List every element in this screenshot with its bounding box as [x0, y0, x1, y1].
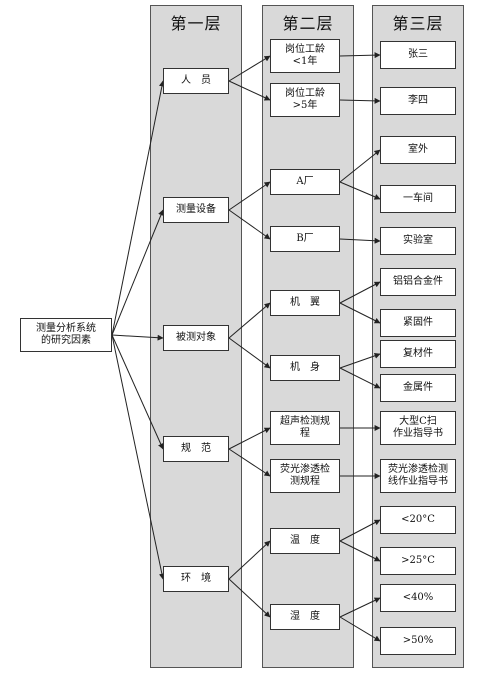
node-standard: 规 范: [163, 436, 229, 462]
node-wing: 机 翼: [270, 290, 340, 316]
column-title-layer3: 第三层: [392, 14, 444, 33]
node-lab: 实验室: [380, 227, 456, 255]
node-tenure-gt5: 岗位工龄 >5年: [270, 83, 340, 117]
node-ultrasonic-guide: 大型C扫 作业指导书: [380, 411, 456, 445]
node-tenure-lt1-label: 岗位工龄 <1年: [285, 44, 325, 67]
node-ultrasonic-spec: 超声检测规 程: [270, 411, 340, 445]
node-environment: 环 境: [163, 566, 229, 592]
node-hum-gt50-label: >50%: [402, 635, 434, 646]
node-fastener: 紧固件: [380, 309, 456, 337]
node-penetrant-spec-label: 荧光渗透检 测规程: [280, 464, 330, 487]
node-personnel: 人 员: [163, 68, 229, 94]
node-plant-b-label: B厂: [296, 233, 314, 244]
node-temp-gt25: >25°C: [380, 547, 456, 575]
node-temp-gt25-label: >25°C: [401, 555, 435, 566]
root-node-label: 测量分析系统 的研究因素: [36, 323, 96, 346]
node-hum-lt40-label: <40%: [402, 592, 434, 603]
node-temperature-label: 温 度: [290, 535, 320, 546]
node-lisi-label: 李四: [408, 95, 428, 106]
node-hum-lt40: <40%: [380, 584, 456, 612]
node-tenure-gt5-label: 岗位工龄 >5年: [285, 88, 325, 111]
node-tenure-lt1: 岗位工龄 <1年: [270, 39, 340, 73]
node-metal: 金属件: [380, 374, 456, 402]
node-outdoor-label: 室外: [408, 144, 428, 155]
node-lisi: 李四: [380, 87, 456, 115]
node-personnel-label: 人 员: [181, 75, 211, 86]
node-humidity-label: 湿 度: [290, 611, 320, 622]
node-al-alloy-label: 铝铝合金件: [393, 276, 443, 287]
node-temperature: 温 度: [270, 528, 340, 554]
node-object-label: 被测对象: [176, 332, 216, 343]
node-plant-a: A厂: [270, 169, 340, 195]
node-plant-a-label: A厂: [296, 176, 314, 187]
node-humidity: 湿 度: [270, 604, 340, 630]
node-temp-lt20-label: <20°C: [401, 514, 435, 525]
node-al-alloy: 铝铝合金件: [380, 268, 456, 296]
node-fuselage-label: 机 身: [290, 362, 320, 373]
node-equipment: 测量设备: [163, 197, 229, 223]
node-equipment-label: 测量设备: [176, 204, 216, 215]
node-zhangsan: 张三: [380, 41, 456, 69]
node-penetrant-guide: 荧光渗透检测 线作业指导书: [380, 459, 456, 493]
node-penetrant-spec: 荧光渗透检 测规程: [270, 459, 340, 493]
node-penetrant-guide-label: 荧光渗透检测 线作业指导书: [388, 464, 448, 487]
node-fuselage: 机 身: [270, 355, 340, 381]
node-zhangsan-label: 张三: [408, 49, 428, 60]
node-hum-gt50: >50%: [380, 627, 456, 655]
column-title-layer2: 第二层: [282, 14, 334, 33]
node-wing-label: 机 翼: [290, 297, 320, 308]
node-plant-b: B厂: [270, 226, 340, 252]
node-outdoor: 室外: [380, 136, 456, 164]
root-node: 测量分析系统 的研究因素: [20, 318, 112, 352]
node-composite: 复材件: [380, 340, 456, 368]
node-ultrasonic-guide-label: 大型C扫 作业指导书: [393, 416, 443, 439]
column-title-layer1: 第一层: [170, 14, 222, 33]
node-fastener-label: 紧固件: [403, 317, 433, 328]
node-lab-label: 实验室: [403, 235, 433, 246]
node-object: 被测对象: [163, 325, 229, 351]
node-metal-label: 金属件: [403, 382, 433, 393]
node-workshop1: 一车间: [380, 185, 456, 213]
node-ultrasonic-spec-label: 超声检测规 程: [280, 416, 330, 439]
node-composite-label: 复材件: [403, 348, 433, 359]
node-temp-lt20: <20°C: [380, 506, 456, 534]
node-workshop1-label: 一车间: [403, 193, 433, 204]
node-environment-label: 环 境: [181, 573, 211, 584]
node-standard-label: 规 范: [181, 443, 211, 454]
